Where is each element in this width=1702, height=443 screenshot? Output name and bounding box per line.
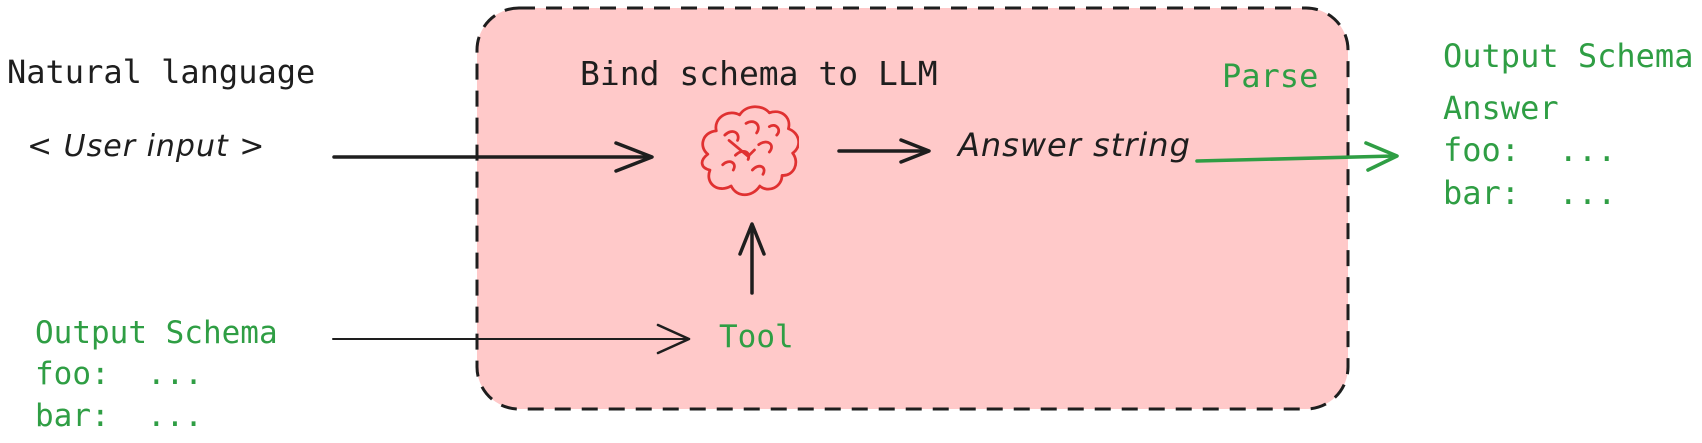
input-output-schema-title: Output Schema [35,315,278,351]
arrow-tool-to-llm [738,222,766,295]
output-schema-title: Output Schema [1443,37,1694,75]
parse-label: Parse [1222,57,1319,95]
arrow-user-input-to-llm [332,141,654,173]
answer-object-label: Answer [1443,89,1559,127]
output-schema-line-foo: foo: ... [1443,131,1617,169]
arrow-llm-to-answer-string [837,138,931,164]
tool-label: Tool [719,319,794,355]
arrow-output-schema-to-tool [332,323,691,355]
input-schema-line-foo: foo: ... [35,356,203,392]
output-schema-line-bar: bar: ... [1443,174,1617,212]
pipeline-box [475,6,1350,411]
arrow-parse-to-output [1195,141,1399,172]
answer-string-label: Answer string [958,126,1191,164]
brain-icon [700,105,799,197]
natural-language-label: Natural language [7,53,316,91]
pipeline-box-title: Bind schema to LLM [580,54,938,93]
input-schema-line-bar: bar: ... [35,398,203,434]
user-input-label: < User input > [27,129,266,164]
